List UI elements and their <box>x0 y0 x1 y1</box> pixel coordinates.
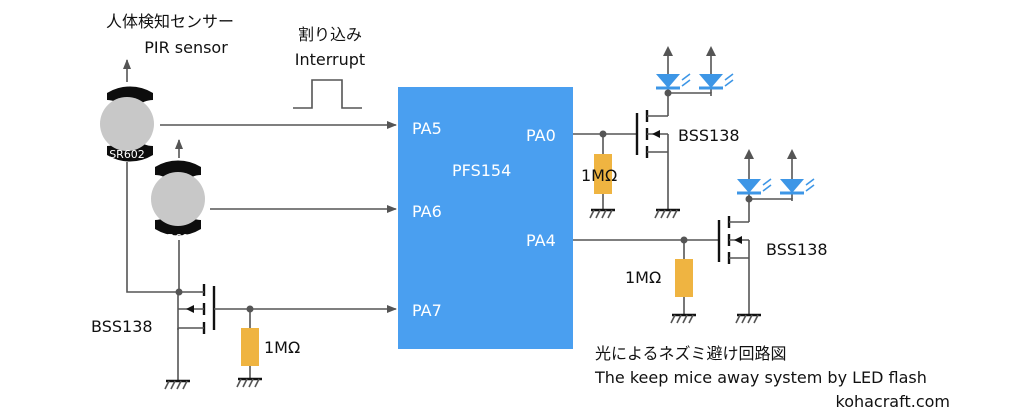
sensor-1-lens <box>100 97 154 151</box>
ground-symbol <box>236 377 262 388</box>
resistor-pa0 <box>594 154 612 194</box>
title-en: The keep mice away system by LED flash <box>594 368 927 387</box>
sensor-2-lens <box>151 172 205 226</box>
pin-pa4: PA4 <box>526 231 556 250</box>
led-top-1 <box>656 46 691 93</box>
mosfet-top <box>635 95 669 209</box>
junction-dot <box>175 288 183 296</box>
sensor-2-model: SR602 <box>160 232 196 245</box>
resistor-left <box>241 328 259 366</box>
ground-symbol <box>164 379 190 390</box>
resistor-pa0-label: 1MΩ <box>581 166 617 185</box>
resistor-left-label: 1MΩ <box>264 338 300 357</box>
interrupt-pulse <box>293 79 362 109</box>
led-top-2 <box>699 46 734 93</box>
ground-symbol <box>589 208 615 219</box>
pir-sensor-1: SR602 <box>100 86 154 162</box>
pin-pa6: PA6 <box>412 202 442 221</box>
led-mid-1 <box>737 149 772 199</box>
pir-sensor-2: SR602 <box>151 160 205 245</box>
ground-symbol <box>735 313 761 324</box>
pin-pa7: PA7 <box>412 301 442 320</box>
sensor-1-model: SR602 <box>109 148 145 161</box>
interrupt-label-en: Interrupt <box>295 50 365 69</box>
mosfet-left-label: BSS138 <box>91 317 153 336</box>
ground-symbol <box>654 208 680 219</box>
mosfet-mid <box>717 201 750 314</box>
mosfet-top-label: BSS138 <box>678 126 740 145</box>
sensor-label-jp: 人体検知センサー <box>106 12 234 31</box>
mosfet-left <box>177 284 216 380</box>
site-credit: kohacraft.com <box>836 392 951 411</box>
pin-pa5: PA5 <box>412 119 442 138</box>
mcu-label: PFS154 <box>452 161 511 180</box>
resistor-pa4-label: 1MΩ <box>625 268 661 287</box>
interrupt-label-jp: 割り込み <box>298 25 362 44</box>
wire-led-mid-junction <box>748 198 793 201</box>
sensor-label-en: PIR sensor <box>144 38 228 57</box>
mosfet-mid-label: BSS138 <box>766 240 828 259</box>
led-mid-2 <box>780 149 815 199</box>
resistor-pa4 <box>675 259 693 297</box>
wire-led-top-junction <box>667 92 712 96</box>
ground-symbol <box>670 313 696 324</box>
mcu-chip <box>398 87 573 349</box>
pin-pa0: PA0 <box>526 126 556 145</box>
title-jp: 光によるネズミ避け回路図 <box>595 344 787 363</box>
